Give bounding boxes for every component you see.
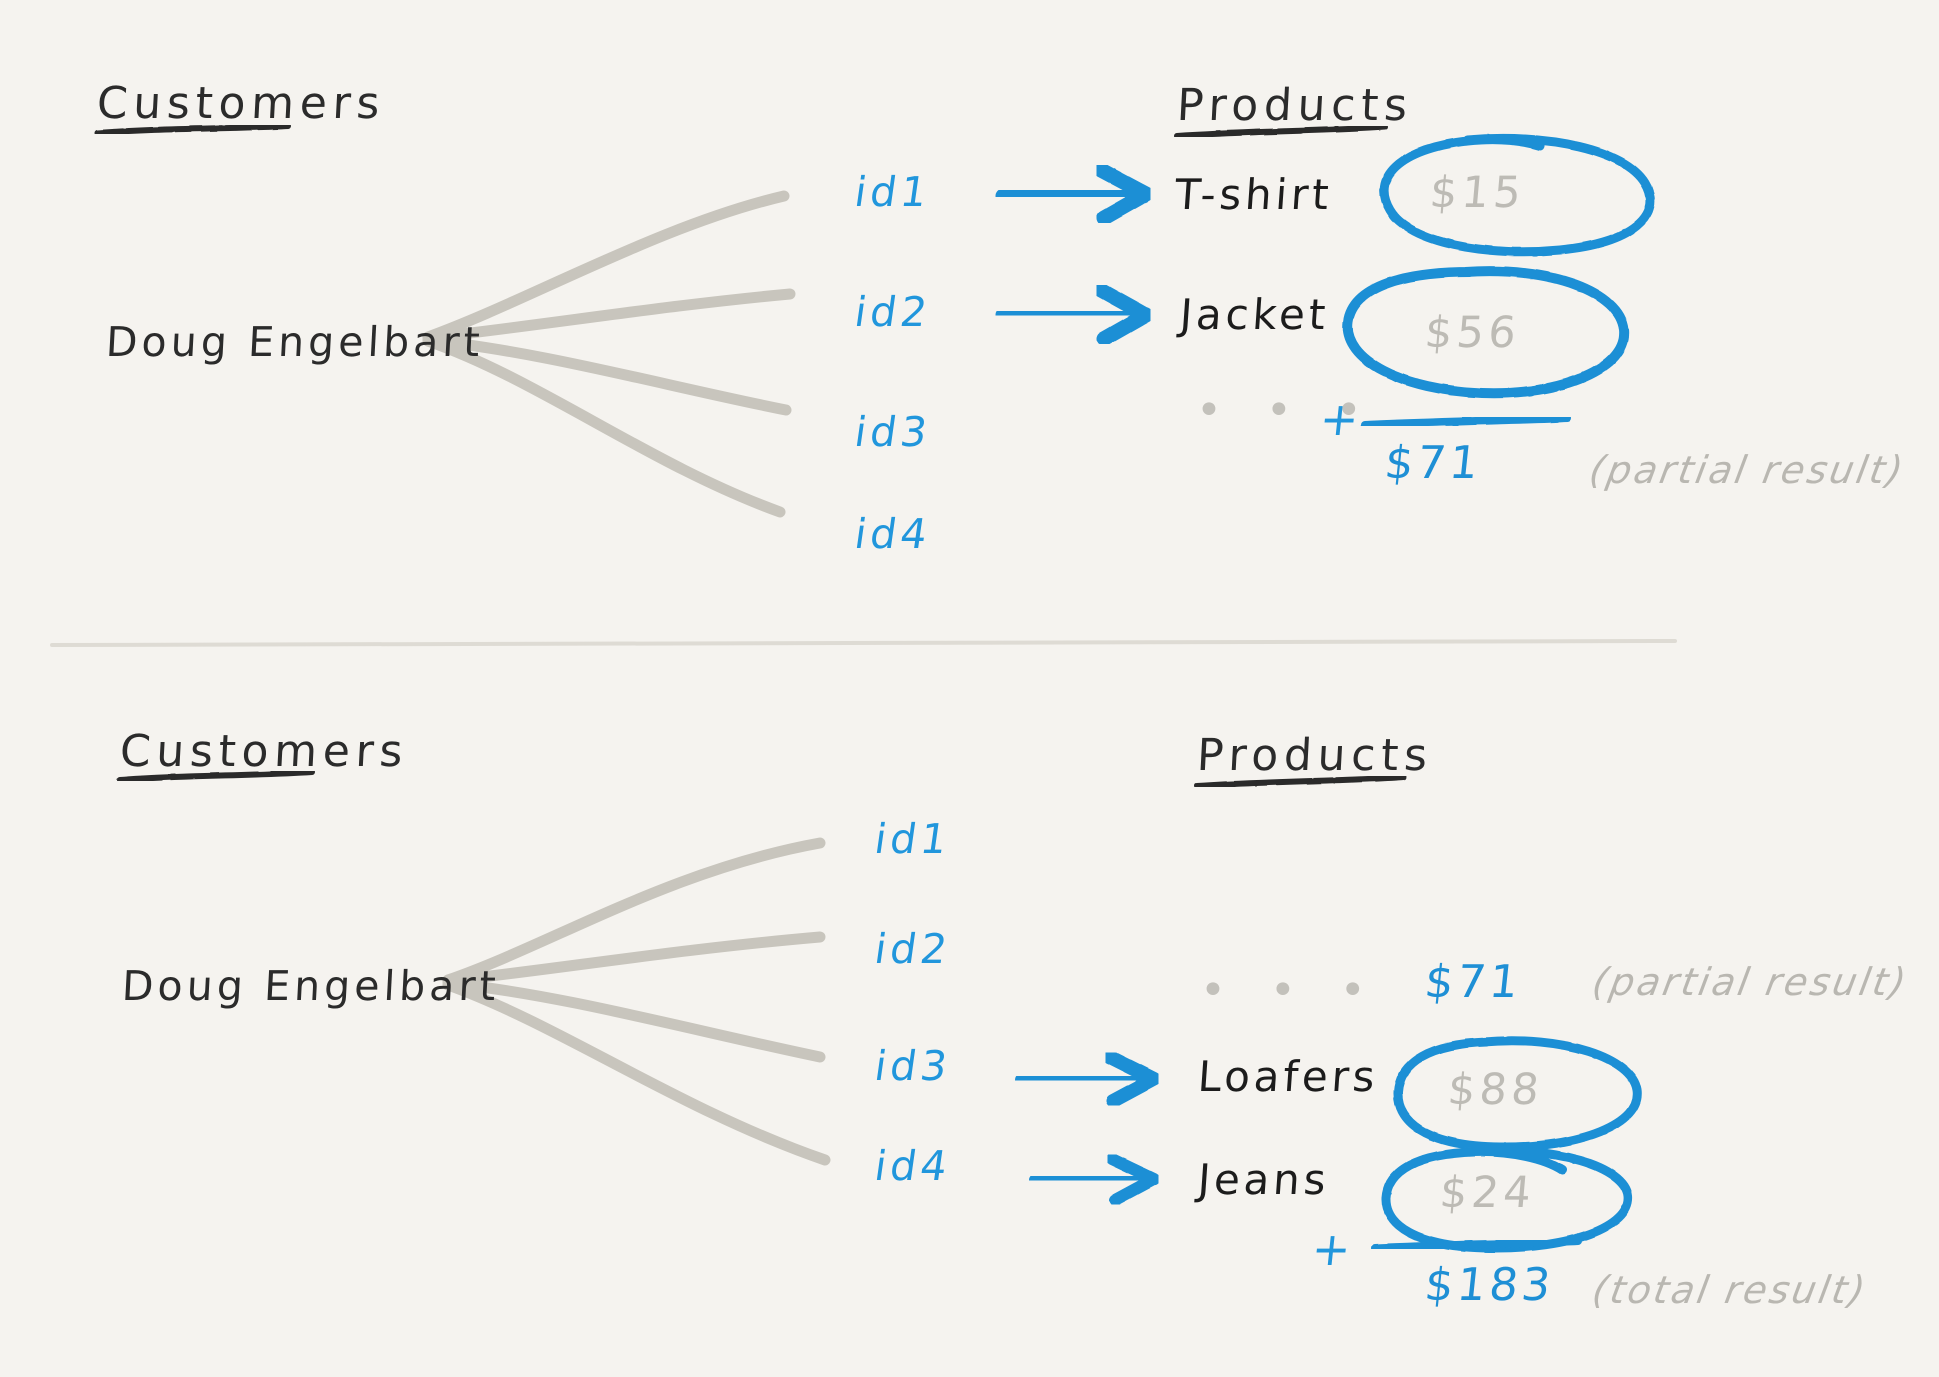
id-label-bottom-3[interactable]: id3 [871, 1042, 955, 1090]
id-label-bottom-2[interactable]: id2 [871, 925, 955, 973]
plus-sign-bottom: + [1309, 1222, 1357, 1276]
price-label-24: $24 [1437, 1168, 1538, 1218]
id-label-top-1[interactable]: id1 [851, 168, 935, 216]
product-label-loafers: Loafers [1196, 1052, 1381, 1101]
sum-bar-bottom [1371, 1237, 1582, 1252]
arrow-id2-jacket [995, 282, 1154, 347]
price-label-15: $15 [1427, 168, 1528, 218]
customers-header-bottom: Customers [118, 726, 410, 777]
customers-header-top: Customers [95, 78, 387, 129]
price-label-88: $88 [1445, 1065, 1546, 1115]
id-label-top-4[interactable]: id4 [851, 510, 935, 558]
id-label-top-3[interactable]: id3 [851, 408, 935, 456]
products-header-top: Products [1175, 80, 1415, 131]
arrow-id4-jeans [1029, 1153, 1160, 1206]
customer-name-top: Doug Engelbart [104, 318, 485, 366]
sum-bar-top [1361, 414, 1571, 429]
carry-value-bottom: $71 [1422, 955, 1525, 1008]
id-label-top-2[interactable]: id2 [851, 288, 935, 336]
arrow-id3-loafers [1015, 1050, 1161, 1108]
id-label-bottom-1[interactable]: id1 [871, 815, 955, 863]
total-result-note: (total result) [1589, 1268, 1872, 1312]
id-label-bottom-4[interactable]: id4 [871, 1142, 955, 1190]
partial-result-top: $71 [1382, 436, 1485, 489]
panel-divider [50, 639, 1677, 647]
ellipsis-bottom: • • • [1200, 965, 1381, 1016]
customer-name-bottom: Doug Engelbart [120, 962, 501, 1010]
product-label-jeans: Jeans [1196, 1155, 1332, 1204]
carry-note-bottom: (partial result) [1589, 960, 1912, 1004]
product-label-jacket: Jacket [1178, 290, 1331, 339]
products-header-bottom: Products [1195, 730, 1435, 781]
partial-result-note-top: (partial result) [1586, 448, 1909, 492]
plus-sign-top: + [1317, 392, 1365, 446]
product-label-tshirt: T-shirt [1173, 170, 1335, 219]
arrow-id1-tshirt [995, 162, 1154, 226]
total-result: $183 [1422, 1258, 1557, 1311]
branch-lines-bottom [442, 837, 831, 1166]
price-label-56: $56 [1422, 308, 1523, 358]
ellipsis-top: • • • [1196, 385, 1377, 436]
